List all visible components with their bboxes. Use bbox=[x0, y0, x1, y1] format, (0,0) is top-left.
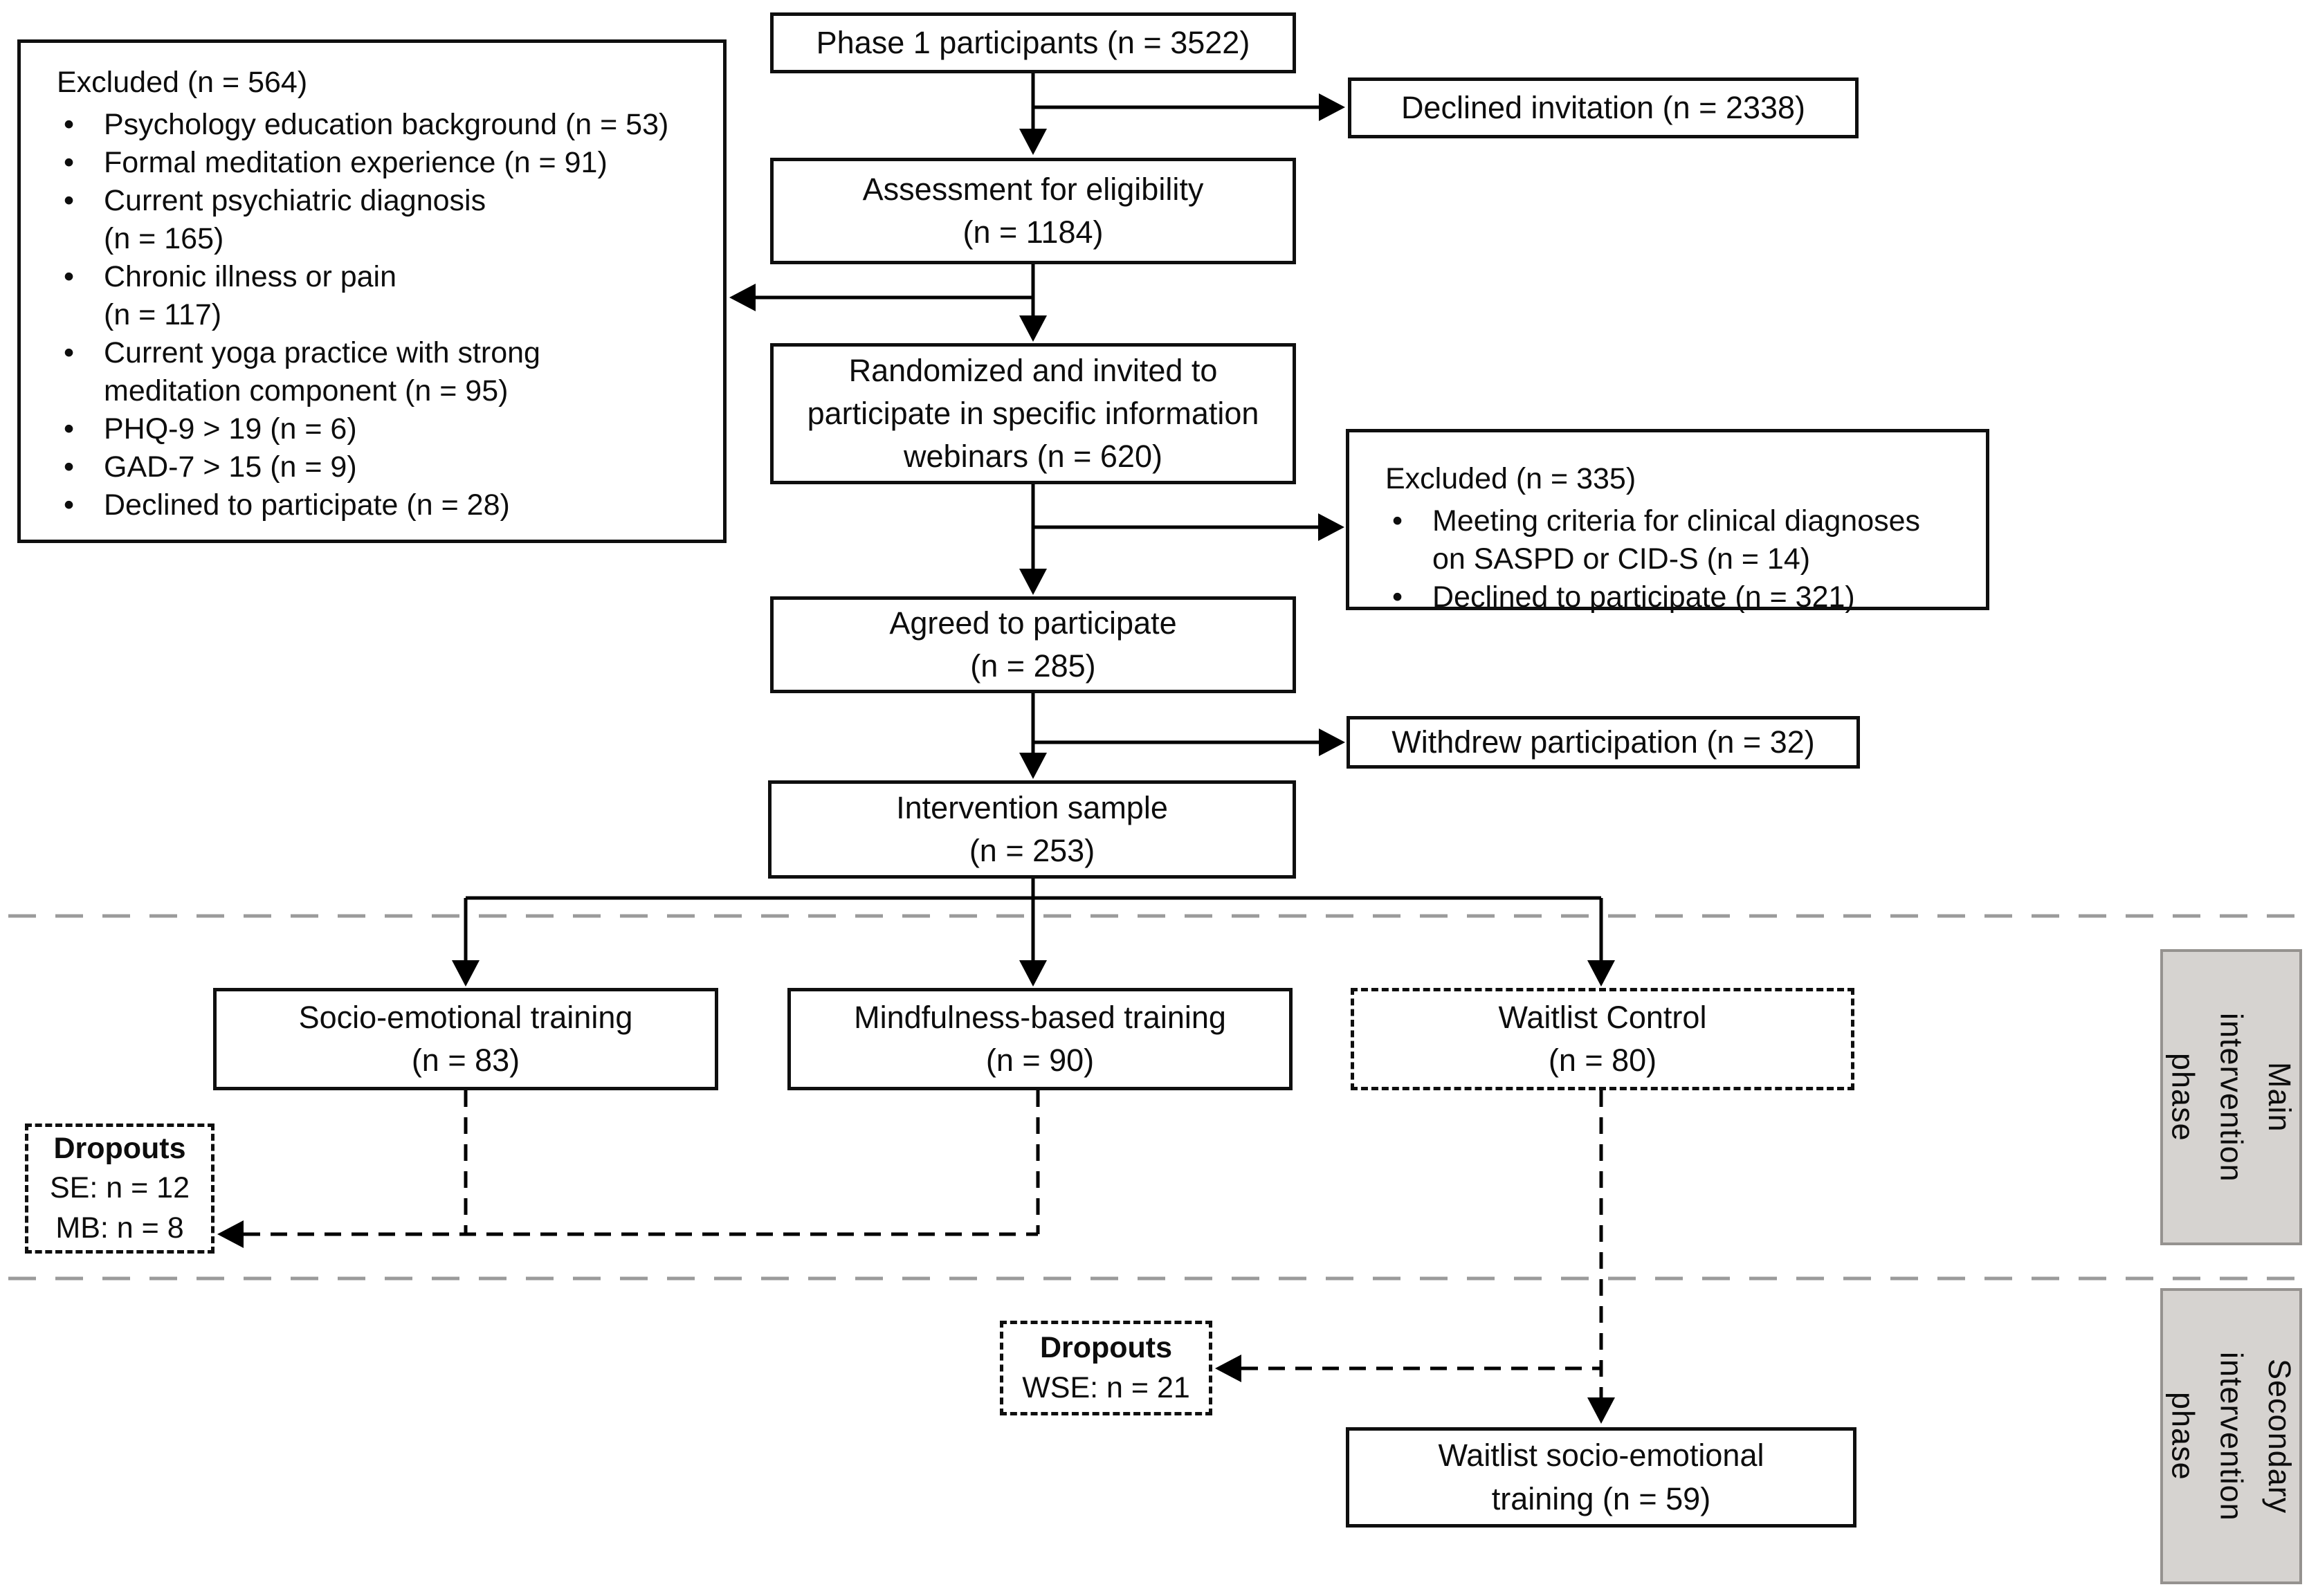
exclusion-item: GAD-7 > 15 (n = 9) bbox=[57, 448, 706, 486]
main-phase-sidebar: Main intervention phase bbox=[2160, 949, 2302, 1245]
phase1-participants-label: Phase 1 participants (n = 3522) bbox=[816, 24, 1250, 60]
secondary-phase-label: Secondary intervention phase bbox=[2165, 1351, 2298, 1521]
arrow-to-excluded-webinar bbox=[1033, 513, 1344, 541]
arrow-randomized-to-agreed bbox=[1019, 484, 1047, 595]
randomized-webinars-label: Randomized and invited to participate in… bbox=[807, 352, 1259, 475]
mindfulness-training-box: Mindfulness-based training (n = 90) bbox=[787, 988, 1293, 1090]
arrow-to-declined bbox=[1033, 93, 1345, 121]
exclusion-item: Declined to participate (n = 28) bbox=[57, 486, 706, 524]
dropouts-secondary-box: Dropouts WSE: n = 21 bbox=[1000, 1321, 1212, 1415]
phase1-participants-box: Phase 1 participants (n = 3522) bbox=[770, 12, 1296, 73]
assessment-eligibility-box: Assessment for eligibility (n = 1184) bbox=[770, 158, 1296, 264]
intervention-sample-label: Intervention sample (n = 253) bbox=[896, 789, 1168, 868]
withdrew-participation-label: Withdrew participation (n = 32) bbox=[1391, 724, 1815, 760]
dropouts-secondary-title: Dropouts bbox=[1039, 1331, 1173, 1365]
excluded-screening-list: Psychology education background (n = 53)… bbox=[57, 106, 706, 524]
assessment-eligibility-label: Assessment for eligibility (n = 1184) bbox=[862, 171, 1204, 250]
excluded-webinar-title: Excluded (n = 335) bbox=[1385, 462, 1636, 495]
dashed-arrow-main-dropouts bbox=[217, 1090, 1040, 1248]
dropouts-main-mb-count: MB: n = 8 bbox=[55, 1211, 184, 1245]
exclusion-item: PHQ-9 > 19 (n = 6) bbox=[57, 410, 706, 448]
arrow-assessment-to-randomized bbox=[1019, 264, 1047, 342]
dropouts-main-title: Dropouts bbox=[53, 1132, 186, 1166]
declined-invitation-box: Declined invitation (n = 2338) bbox=[1348, 77, 1859, 138]
exclusion-item: Meeting criteria for clinical diagnoses … bbox=[1385, 502, 1969, 578]
socio-emotional-training-box: Socio-emotional training (n = 83) bbox=[213, 988, 718, 1090]
dashed-arrow-secondary-dropouts bbox=[1215, 1355, 1601, 1382]
declined-invitation-label: Declined invitation (n = 2338) bbox=[1400, 89, 1806, 125]
excluded-webinar-box: Excluded (n = 335) Meeting criteria for … bbox=[1346, 429, 1989, 616]
dropouts-main-se-count: SE: n = 12 bbox=[49, 1171, 190, 1205]
dashed-arrow-waitlist-to-wse bbox=[1587, 1090, 1615, 1424]
arrow-to-excluded-screening bbox=[729, 284, 1034, 311]
withdrew-participation-box: Withdrew participation (n = 32) bbox=[1347, 716, 1860, 769]
randomization-branch bbox=[452, 879, 1615, 987]
excluded-screening-box: Excluded (n = 564) Psychology education … bbox=[17, 39, 727, 543]
dropouts-secondary-wse-count: WSE: n = 21 bbox=[1022, 1370, 1190, 1404]
socio-emotional-training-label: Socio-emotional training (n = 83) bbox=[298, 999, 633, 1078]
exclusion-item: Declined to participate (n = 321) bbox=[1385, 578, 1969, 616]
arrow-to-withdrew bbox=[1033, 728, 1345, 756]
agreed-participate-box: Agreed to participate (n = 285) bbox=[770, 596, 1296, 693]
agreed-participate-label: Agreed to participate (n = 285) bbox=[889, 605, 1177, 684]
secondary-phase-sidebar: Secondary intervention phase bbox=[2160, 1288, 2302, 1584]
exclusion-item: Formal meditation experience (n = 91) bbox=[57, 144, 706, 182]
waitlist-control-box: Waitlist Control (n = 80) bbox=[1351, 988, 1854, 1090]
waitlist-control-label: Waitlist Control (n = 80) bbox=[1498, 999, 1707, 1078]
arrow-agreed-to-intervention bbox=[1019, 693, 1047, 779]
dropouts-main-box: Dropouts SE: n = 12 MB: n = 8 bbox=[25, 1123, 215, 1254]
randomized-webinars-box: Randomized and invited to participate in… bbox=[770, 343, 1296, 484]
mindfulness-training-label: Mindfulness-based training (n = 90) bbox=[854, 999, 1226, 1078]
excluded-screening-title: Excluded (n = 564) bbox=[57, 66, 308, 99]
exclusion-item: Psychology education background (n = 53) bbox=[57, 106, 706, 144]
main-phase-label: Main intervention phase bbox=[2165, 1012, 2298, 1182]
exclusion-item: Chronic illness or pain (n = 117) bbox=[57, 258, 706, 334]
waitlist-se-training-box: Waitlist socio-emotional training (n = 5… bbox=[1346, 1427, 1856, 1528]
exclusion-item: Current yoga practice with strong medita… bbox=[57, 334, 706, 410]
waitlist-se-training-label: Waitlist socio-emotional training (n = 5… bbox=[1438, 1438, 1764, 1516]
exclusion-item: Current psychiatric diagnosis (n = 165) bbox=[57, 182, 706, 258]
arrow-phase1-to-assessment bbox=[1019, 73, 1047, 155]
excluded-webinar-list: Meeting criteria for clinical diagnoses … bbox=[1385, 502, 1969, 616]
intervention-sample-box: Intervention sample (n = 253) bbox=[768, 780, 1296, 879]
